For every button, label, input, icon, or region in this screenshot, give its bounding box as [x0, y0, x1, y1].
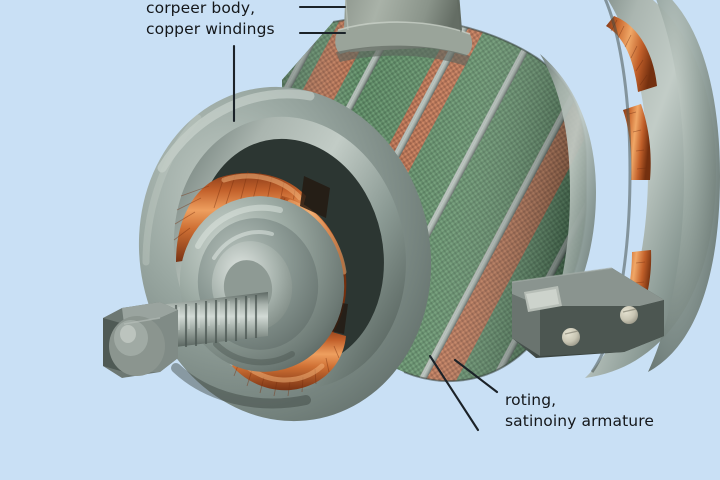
foot-fastener [562, 328, 580, 346]
terminal-junction-box [335, 0, 473, 66]
rear-end-bell [585, 0, 720, 378]
callout-label-stator-line-1: corpeer body, [146, 0, 256, 17]
callout-label-stator: corpeer body, copper windings [146, 0, 275, 40]
hex-bolt-head [103, 302, 178, 378]
callout-label-armature: roting, satinoiny armature [505, 390, 654, 432]
callout-label-armature-line-1: roting, [505, 391, 557, 409]
mounting-foot [511, 267, 664, 358]
leader-line-armature-2 [428, 354, 480, 432]
foot-fastener [620, 306, 638, 324]
callout-label-armature-line-2: satinoiny armature [505, 412, 654, 430]
callout-label-stator-line-2: copper windings [146, 20, 275, 38]
leader-line-armature-1 [453, 358, 499, 394]
threaded-shaft [103, 292, 268, 378]
